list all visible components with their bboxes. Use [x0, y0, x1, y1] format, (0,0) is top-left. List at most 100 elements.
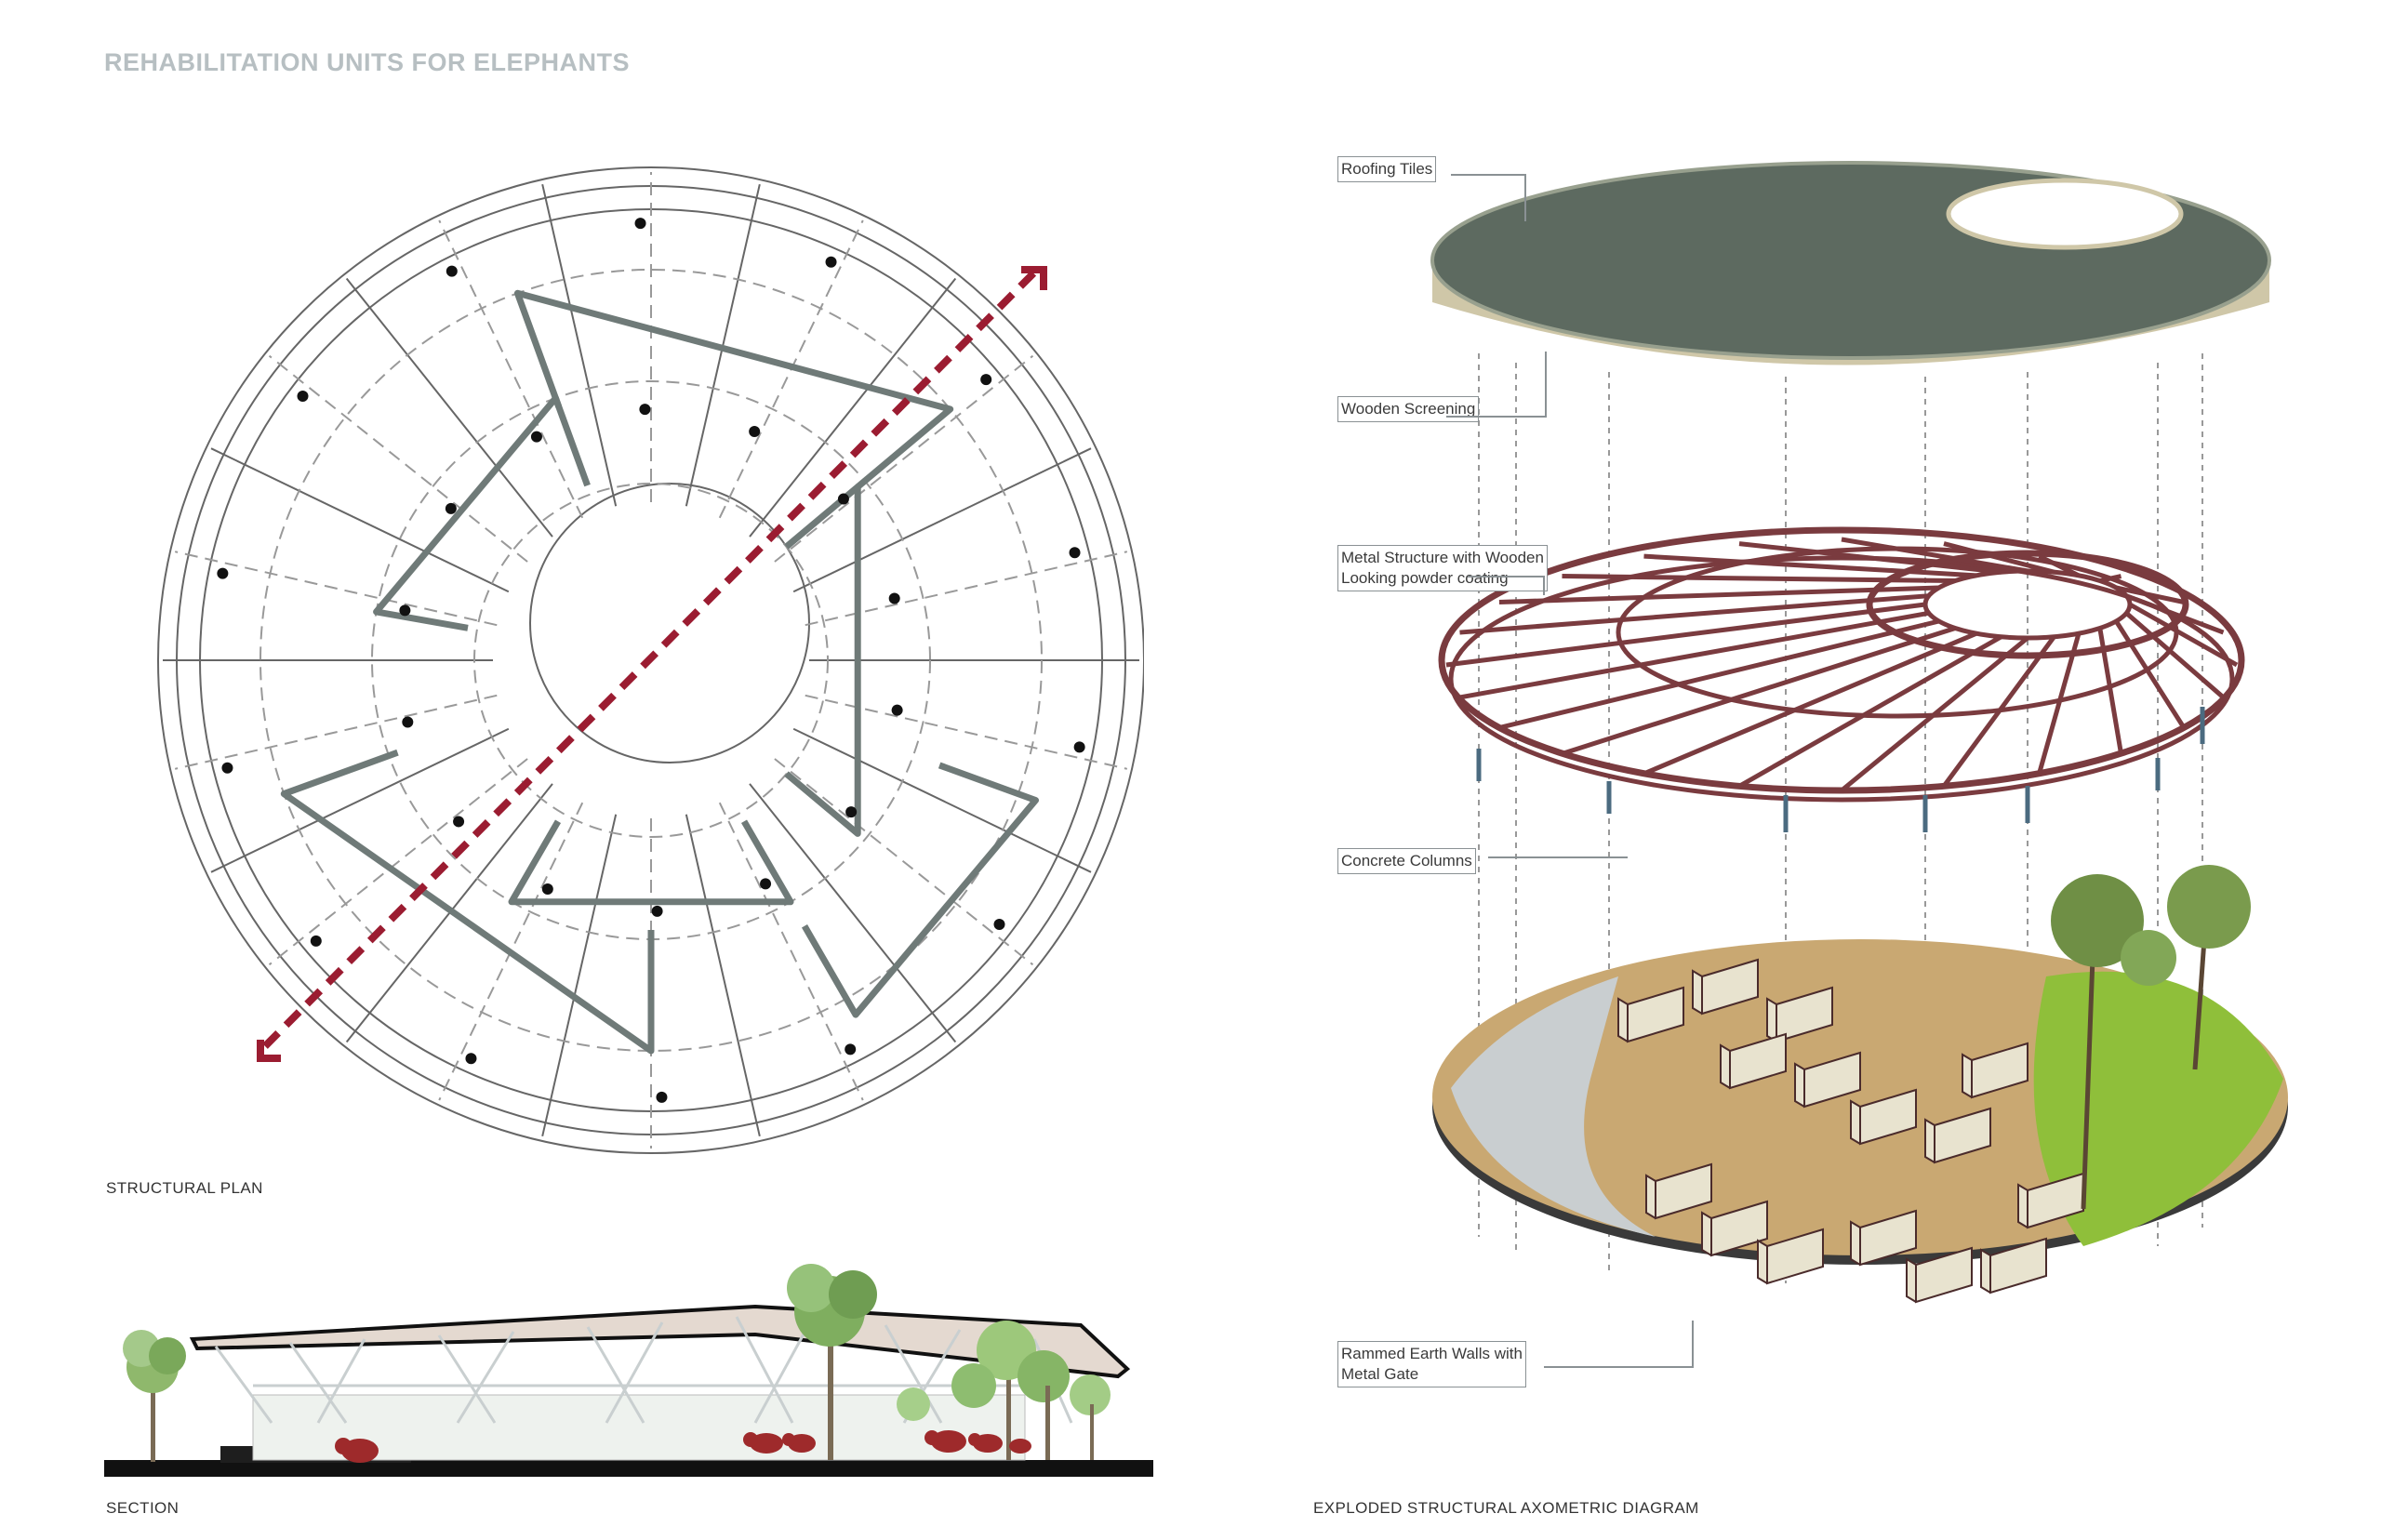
plan-wall-bay	[784, 484, 861, 837]
callout-wooden-screening: Wooden Screening	[1337, 396, 1480, 422]
plan-column-dot	[837, 493, 849, 505]
rammed-earth-wall-unit	[1850, 1088, 1917, 1146]
callout-rammed-earth: Rammed Earth Walls with Metal Gate	[1337, 1341, 1526, 1387]
plan-radial-line	[174, 694, 498, 770]
truss-spoke	[1841, 537, 2029, 574]
page-title: REHABILITATION UNITS FOR ELEPHANTS	[104, 48, 630, 76]
callout-metal-line1: Metal Structure with Wooden	[1341, 549, 1544, 566]
plan-dashed-ring	[473, 483, 829, 838]
plan-column-dot	[1073, 741, 1085, 753]
plan-radial-line	[792, 727, 1092, 873]
plan-radial-line	[210, 447, 510, 593]
plan-column-dot	[297, 391, 309, 403]
plan-column-dot	[1069, 547, 1081, 559]
truss-spoke	[1562, 574, 1956, 584]
structural-plan-drawing	[157, 166, 1144, 1154]
plan-radial-line	[268, 758, 528, 966]
rammed-earth-wall-unit	[1924, 1107, 1991, 1164]
section-arrow-bottom	[257, 1040, 281, 1062]
roof-layer	[1430, 161, 2271, 365]
truss-spoke	[1643, 631, 1977, 777]
truss-spoke	[1459, 593, 1929, 635]
plan-wall-bay	[513, 289, 954, 490]
truss-spoke	[2128, 602, 2239, 668]
plan-column-dot	[845, 1043, 857, 1055]
callout-concrete-columns: Concrete Columns	[1337, 848, 1476, 874]
rammed-earth-wall-unit	[1850, 1209, 1917, 1267]
truss-spoke	[1941, 635, 2056, 788]
plan-radial-line	[774, 758, 1034, 966]
callout-metal-line2: Looking powder coating	[1341, 569, 1509, 587]
plan-column-dot	[891, 704, 903, 716]
section-arrow-top	[1021, 266, 1047, 290]
truss-spoke	[1498, 585, 1939, 604]
plan-column-dot	[541, 883, 553, 896]
rammed-earth-wall-unit	[1766, 986, 1833, 1043]
plan-radial-line	[345, 277, 553, 538]
plan-column-dot	[651, 905, 663, 917]
plan-radial-line	[718, 802, 864, 1101]
plan-radial-line	[805, 551, 1128, 627]
plan-wall-bay	[280, 749, 655, 1055]
ground-layer	[1432, 865, 2288, 1304]
plan-column-dot	[656, 1091, 668, 1103]
truss-spoke	[2124, 611, 2226, 699]
truss-spoke	[1737, 634, 2002, 789]
plan-radial-line	[792, 447, 1092, 593]
truss-spoke	[2097, 628, 2123, 754]
rammed-earth-wall-unit	[1720, 1032, 1787, 1090]
truss-spoke	[1459, 610, 1930, 700]
plan-outer-ring	[157, 166, 1144, 1154]
plan-dashed-ring	[259, 269, 1043, 1052]
truss-spoke	[2114, 619, 2187, 729]
truss-spoke	[1738, 541, 2002, 575]
callout-walls-line1: Rammed Earth Walls with	[1341, 1345, 1523, 1362]
plan-radial-line	[749, 277, 957, 538]
rammed-earth-wall-unit	[1617, 986, 1684, 1043]
rammed-earth-wall-unit	[1906, 1246, 1973, 1304]
truss-spoke	[1943, 541, 2055, 575]
concrete-column-tops	[1476, 707, 2205, 832]
plan-column-dot	[888, 592, 900, 604]
truss-spoke	[2037, 632, 2082, 775]
section-cut-line	[262, 267, 1040, 1049]
plan-column-dot	[749, 425, 761, 437]
metal-structure-layer	[1438, 526, 2245, 803]
trees	[123, 1264, 1111, 1462]
plan-column-dot	[845, 806, 858, 818]
plan-inner-void	[529, 483, 810, 763]
section-drawing	[104, 1264, 1153, 1477]
plan-wall-bay	[801, 762, 1039, 1018]
truss-spoke	[1840, 636, 2029, 792]
building-body	[252, 1394, 1026, 1461]
callout-metal-structure: Metal Structure with Wooden Looking powd…	[1337, 545, 1548, 591]
plan-radial-line	[749, 783, 957, 1043]
callout-roofing-tiles: Roofing Tiles	[1337, 156, 1437, 182]
plan-radial-line	[541, 814, 618, 1137]
plan-radial-line	[210, 727, 510, 873]
plan-column-dot	[217, 567, 229, 579]
truss-spoke	[2099, 574, 2122, 583]
plan-column-dot	[760, 878, 772, 890]
plan-column-dot	[453, 816, 465, 828]
plan-radial-line	[268, 354, 528, 563]
truss-spoke	[1561, 626, 1956, 756]
plan-column-dot	[980, 374, 992, 386]
plan-radial-line	[174, 551, 498, 627]
callout-leaders	[1446, 174, 1694, 1368]
rammed-earth-wall-unit	[1645, 1162, 1712, 1220]
axonometric-caption: EXPLODED STRUCTURAL AXOMETRIC DIAGRAM	[1313, 1499, 1699, 1517]
elephant-figures	[335, 1430, 1031, 1463]
plan-column-dot	[825, 256, 837, 268]
structural-plan-caption: STRUCTURAL PLAN	[106, 1179, 263, 1197]
truss-spoke	[1498, 618, 1940, 730]
section-caption: SECTION	[106, 1499, 180, 1517]
rammed-earth-wall-unit	[1980, 1237, 2047, 1294]
plan-column-dot	[446, 265, 458, 277]
roof-opening	[1946, 178, 2184, 250]
plan-column-dot	[639, 404, 651, 416]
rammed-earth-wall-unit	[1962, 1042, 2029, 1099]
rammed-earth-wall-unit	[1692, 958, 1759, 1016]
plan-radial-line	[805, 694, 1128, 770]
plan-column-dot	[445, 502, 457, 514]
